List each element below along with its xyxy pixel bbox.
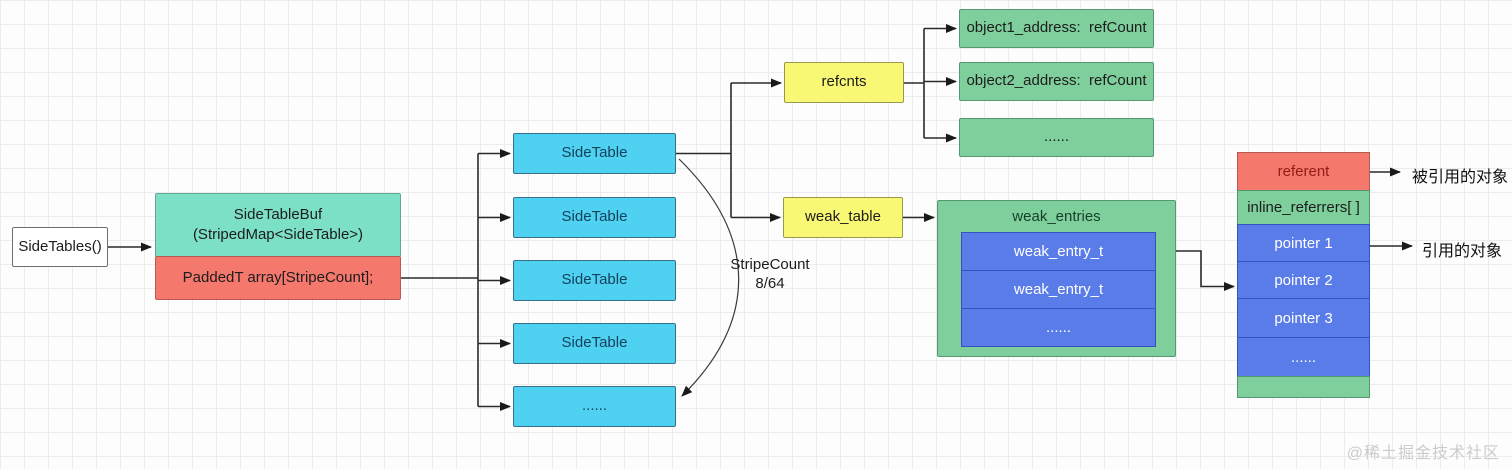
wire-sidetable-split [676, 83, 732, 218]
sidetablebuf-line1: SideTableBuf [233, 205, 323, 223]
node-stack-footer [1237, 376, 1370, 398]
node-inline-referrers: inline_referrers[ ] [1237, 190, 1370, 225]
node-sidetable-3: SideTable [513, 260, 676, 301]
node-object2-address: object2_address: refCount [959, 62, 1154, 101]
stripecount-note: StripeCount 8/64 [700, 255, 840, 293]
node-referent: referent [1237, 152, 1370, 191]
sidetablebuf-line2: (StripedMap<SideTable>) [192, 226, 364, 243]
node-sidetablebuf: SideTableBuf (StripedMap<SideTable>) [155, 193, 401, 257]
stripecount-line2: 8/64 [755, 275, 785, 292]
node-weak-entries-container: weak_entries weak_entry_t weak_entry_t .… [937, 200, 1176, 357]
wire-refcnts-fan [904, 28, 925, 138]
node-sidetable-4: SideTable [513, 323, 676, 364]
node-weak-entry-more: ...... [961, 308, 1156, 347]
node-pointer-more: ...... [1237, 337, 1370, 377]
annotation-referring-object: 引用的对象 [1422, 243, 1503, 260]
node-sidetable-more: ...... [513, 386, 676, 427]
node-refcnts: refcnts [784, 62, 904, 103]
node-pointer-2: pointer 2 [1237, 261, 1370, 299]
node-sidetable-2: SideTable [513, 197, 676, 238]
node-weak-entry-1: weak_entry_t [961, 232, 1156, 271]
weak-entries-title: weak_entries [1012, 207, 1101, 225]
node-sidetable-1: SideTable [513, 133, 676, 174]
node-weak-table: weak_table [783, 197, 903, 238]
node-sidetables-entry: SideTables() [12, 227, 108, 267]
annotation-referenced-object: 被引用的对象 [1412, 169, 1509, 186]
node-paddedt-array: PaddedT array[StripeCount]; [155, 256, 401, 300]
node-pointer-3: pointer 3 [1237, 298, 1370, 338]
node-refcnts-more: ...... [959, 118, 1154, 157]
node-weak-entry-detail-stack: referent inline_referrers[ ] pointer 1 p… [1237, 152, 1370, 398]
watermark: @稀土掘金技术社区 [1346, 445, 1500, 462]
node-object1-address: object1_address: refCount [959, 9, 1154, 48]
node-weak-entry-2: weak_entry_t [961, 270, 1156, 309]
node-pointer-1: pointer 1 [1237, 224, 1370, 262]
stripecount-line1: StripeCount [730, 256, 810, 273]
